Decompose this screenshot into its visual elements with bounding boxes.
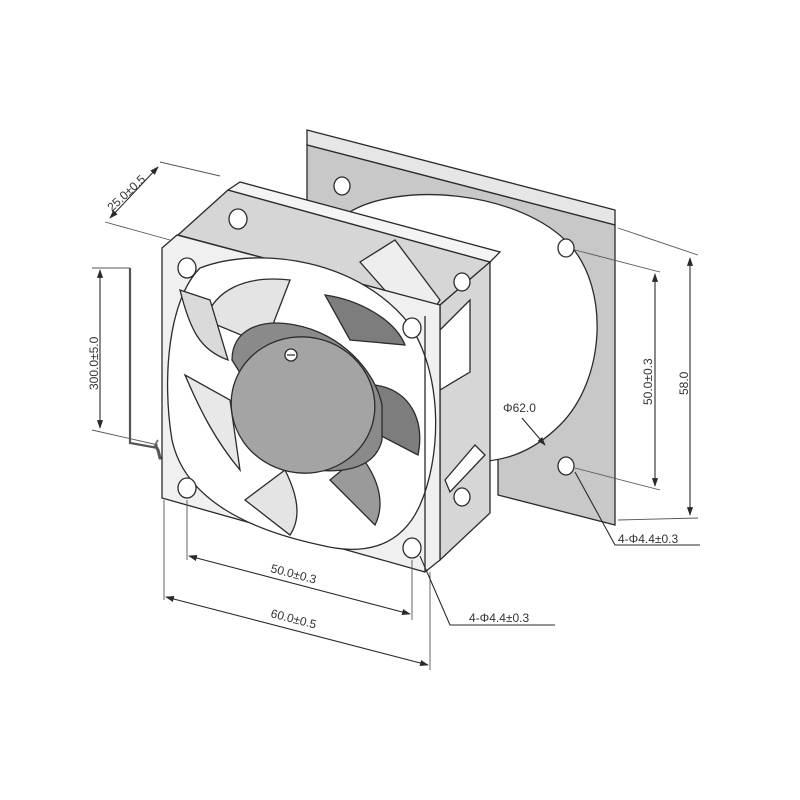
side-vent bbox=[444, 444, 486, 494]
front-hole-tl bbox=[177, 257, 197, 279]
frame-width-label: 60.0±0.5 bbox=[269, 606, 318, 631]
front-hole-br bbox=[402, 537, 422, 559]
back-hole-tl bbox=[228, 208, 248, 230]
plate-hole-tr bbox=[557, 238, 575, 258]
blade-5 bbox=[243, 469, 298, 536]
blade-2 bbox=[323, 294, 406, 346]
back-holes-label: 4-Φ4.4±0.3 bbox=[618, 532, 679, 546]
cable-length-dimension-label: 300.0±5.0 bbox=[87, 336, 101, 390]
plate-hole-tl bbox=[333, 176, 351, 196]
depth-dimension-label: 25.0±0.5 bbox=[104, 172, 148, 214]
back-frame-top-rim bbox=[226, 181, 502, 263]
blade-3 bbox=[369, 384, 421, 456]
dimension-lines bbox=[91, 161, 700, 670]
front-holes-label: 4-Φ4.4±0.3 bbox=[469, 611, 530, 625]
front-hole-tr bbox=[402, 317, 422, 339]
plate-hole-br bbox=[557, 456, 575, 476]
blade-6 bbox=[183, 373, 241, 473]
blade-7 bbox=[179, 289, 229, 362]
blade-4 bbox=[329, 454, 381, 527]
back-hole-tr bbox=[453, 272, 471, 292]
back-hole-spacing-label: 50.0±0.3 bbox=[641, 358, 655, 405]
front-hole-bl bbox=[177, 477, 197, 499]
hub-face bbox=[230, 336, 376, 474]
back-hole-br bbox=[453, 487, 471, 507]
front-hole-spacing-label: 50.0±0.3 bbox=[269, 561, 318, 586]
fan-front-face bbox=[161, 234, 441, 573]
fan-diameter-label: Φ62.0 bbox=[503, 401, 536, 415]
plate-height-label: 58.0 bbox=[677, 371, 691, 395]
